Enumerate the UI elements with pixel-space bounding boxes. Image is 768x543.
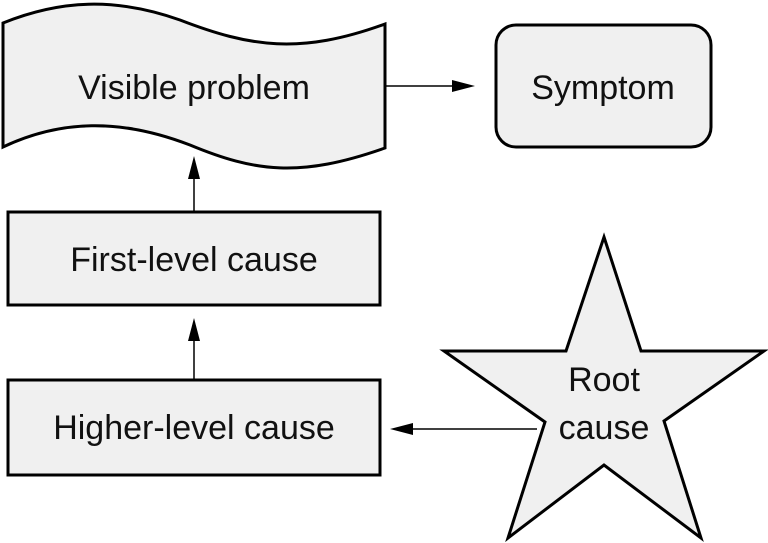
edge-root-cause-to-higher-level <box>390 423 537 435</box>
root-cause-label-line1: Root <box>568 361 640 399</box>
higher-level-cause-shape <box>6 378 382 477</box>
edge-higher-level-to-first-level <box>188 318 200 379</box>
root-cause-label-line2: cause <box>559 409 650 447</box>
first-level-cause-shape <box>6 210 382 307</box>
arrowhead-up-icon <box>188 156 200 179</box>
wave-banner-shape <box>1 2 387 170</box>
node-visible-problem[interactable]: Visible problem <box>1 2 387 170</box>
node-symptom[interactable]: Symptom <box>494 23 713 149</box>
node-root-cause[interactable]: Root cause <box>439 232 768 543</box>
node-first-level-cause[interactable]: First-level cause <box>6 210 382 307</box>
edge-visible-problem-to-symptom <box>386 80 475 92</box>
symptom-shape <box>494 23 713 149</box>
visible-problem-label: Visible problem <box>78 69 310 107</box>
higher-level-cause-label: Higher-level cause <box>53 409 335 447</box>
arrowhead-left-icon <box>390 423 413 435</box>
symptom-label: Symptom <box>531 69 675 107</box>
star-shape <box>439 232 768 543</box>
edge-first-level-to-visible-problem <box>188 156 200 211</box>
arrowhead-up-icon <box>188 318 200 341</box>
arrowhead-right-icon <box>452 80 475 92</box>
node-higher-level-cause[interactable]: Higher-level cause <box>6 378 382 477</box>
first-level-cause-label: First-level cause <box>70 241 318 279</box>
